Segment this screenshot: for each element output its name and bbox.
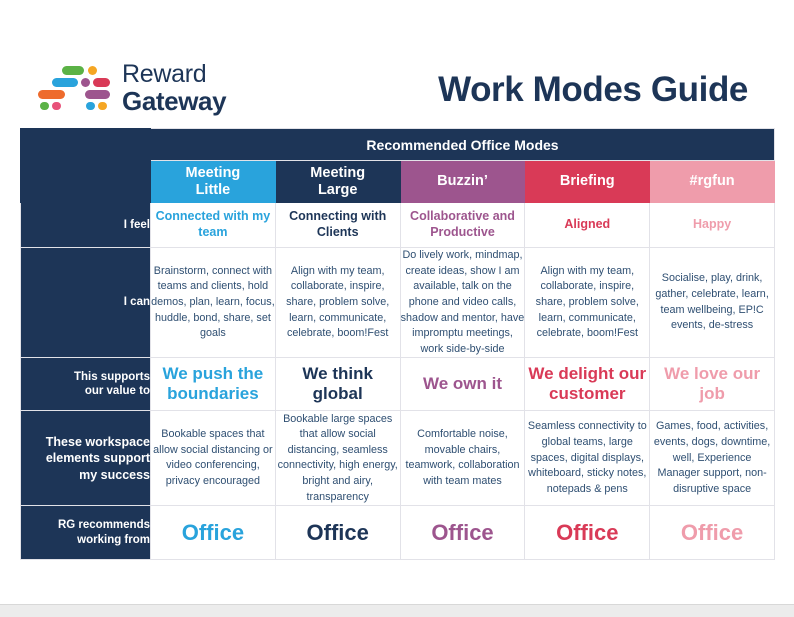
- mode-buzzin-header[interactable]: Buzzin’: [399, 160, 526, 203]
- row-i-feel-label-line1: I feel: [123, 218, 150, 231]
- mode-meeting-little-header-line1: Meeting: [185, 165, 241, 182]
- row-i-can-mode-meeting-large-cell: Align with my team, collaborate, inspire…: [274, 246, 401, 359]
- row-this-supports-our-value-to-mode-meeting-large-text: We think global: [302, 364, 373, 404]
- row-workspace-elements-mode-meeting-large-cell: Bookable large spaces that allow social …: [274, 410, 401, 507]
- row-this-supports-our-value-to-label-line1: This supports: [73, 370, 150, 383]
- row-i-feel: I feel Connected with my team Connecting w…: [20, 202, 776, 248]
- row-workspace-elements-label-line1: These workspace elements support: [45, 435, 150, 466]
- row-i-can-mode-meeting-little-text: Brainstorm, connect with teams and clien…: [151, 264, 275, 340]
- reward-gateway-logo-mark-icon: [38, 66, 110, 110]
- row-workspace-elements-mode-meeting-little-cell: Bookable spaces that allow social distan…: [150, 410, 276, 507]
- row-rg-recommends-label-line2: working from: [77, 533, 150, 546]
- row-i-feel-mode-meeting-little-text: Connected with my team: [155, 209, 271, 239]
- row-rg-recommends-mode-briefing-text: Office: [556, 519, 619, 545]
- row-rg-recommends-label-line1: RG recommends: [57, 519, 150, 532]
- row-i-can-mode-meeting-large-text: Align with my team, collaborate, inspire…: [286, 264, 390, 340]
- row-workspace-elements-mode-rgfun-text: Games, food, activities, events, dogs, d…: [653, 420, 771, 495]
- table-banner-recommended-office-modes: Recommended Office Modes: [149, 128, 776, 161]
- row-i-feel-mode-briefing-cell: Aligned: [524, 202, 651, 248]
- page-title: Work Modes Guide: [438, 70, 748, 109]
- row-i-feel-mode-meeting-large-cell: Connecting with Clients: [274, 202, 401, 248]
- row-workspace-elements-mode-buzzin-cell: Comfortable noise, movable chairs, teamw…: [399, 410, 526, 507]
- mode-briefing-header[interactable]: Briefing: [524, 160, 651, 203]
- row-i-feel-mode-buzzin-cell: Collaborative and Productive: [399, 202, 526, 248]
- row-this-supports-our-value-to-label: This supports our value to: [20, 357, 151, 412]
- row-this-supports-our-value-to-mode-buzzin-cell: We own it: [399, 357, 526, 412]
- row-i-can-mode-rgfun-cell: Socialise, play, drink, gather, celebrat…: [649, 246, 776, 359]
- table-corner-cell: [20, 128, 151, 203]
- row-workspace-elements-label-line2: my success: [79, 467, 150, 482]
- row-this-supports-our-value-to-mode-meeting-little-text: We push the boundaries: [162, 364, 264, 404]
- row-i-can-mode-briefing-cell: Align with my team, collaborate, inspire…: [524, 246, 651, 359]
- row-i-can-mode-buzzin-text: Do lively work, mindmap, create ideas, s…: [400, 249, 525, 355]
- row-i-can-label: I can: [20, 246, 151, 359]
- mode-meeting-large-header-line2: Large: [317, 181, 358, 198]
- mode-buzzin-header-line1: Buzzin’: [437, 173, 488, 190]
- row-workspace-elements-mode-buzzin-text: Comfortable noise, movable chairs, teamw…: [405, 428, 520, 488]
- row-i-can-mode-rgfun-text: Socialise, play, drink, gather, celebrat…: [655, 272, 769, 332]
- mode-rgfun-header-line1: #rgfun: [689, 173, 735, 190]
- row-i-feel-mode-rgfun-cell: Happy: [649, 202, 776, 248]
- row-this-supports-our-value-to-mode-meeting-large-cell: We think global: [274, 357, 401, 412]
- row-i-feel-mode-rgfun-text: Happy: [693, 217, 732, 232]
- logo-word-gateway: Gateway: [122, 86, 227, 116]
- page-header: Reward Gateway Work Modes Guide: [0, 0, 794, 128]
- row-i-feel-mode-briefing-text: Aligned: [564, 217, 611, 232]
- mode-meeting-large-header-line1: Meeting: [310, 165, 366, 182]
- row-workspace-elements-mode-meeting-little-text: Bookable spaces that allow social distan…: [153, 428, 273, 488]
- table-header-row-banner: Recommended Office Modes: [20, 128, 776, 203]
- row-workspace-elements-mode-briefing-text: Seamless connectivity to global teams, l…: [527, 420, 647, 495]
- row-rg-recommends-mode-meeting-little-cell: Office: [150, 505, 276, 561]
- logo-word-reward: Reward: [122, 60, 207, 88]
- mode-rgfun-header[interactable]: #rgfun: [649, 160, 776, 203]
- row-this-supports-our-value-to-mode-rgfun-cell: We love our job: [649, 357, 776, 412]
- row-this-supports-our-value-to-mode-briefing-cell: We delight our customer: [524, 357, 651, 412]
- work-modes-guide-page: Reward Gateway Work Modes Guide Recommen…: [0, 0, 794, 561]
- row-workspace-elements-mode-meeting-large-text: Bookable large spaces that allow social …: [277, 412, 398, 503]
- row-rg-recommends-mode-meeting-large-text: Office: [306, 519, 369, 545]
- row-i-can-mode-meeting-little-cell: Brainstorm, connect with teams and clien…: [150, 246, 276, 359]
- row-rg-recommends-mode-rgfun-text: Office: [680, 519, 744, 545]
- row-this-supports-our-value-to-mode-buzzin-text: We own it: [422, 374, 502, 394]
- mode-briefing-header-line1: Briefing: [559, 173, 615, 190]
- row-rg-recommends-mode-buzzin-text: Office: [431, 519, 494, 545]
- row-rg-recommends-mode-rgfun-cell: Office: [649, 505, 776, 561]
- row-i-feel-mode-buzzin-text: Collaborative and Productive: [410, 209, 515, 239]
- mode-meeting-little-header-line2: Little: [195, 181, 231, 198]
- row-this-supports-our-value-to-label-line2: our value to: [84, 385, 150, 398]
- row-rg-recommends-mode-briefing-cell: Office: [524, 505, 651, 561]
- row-i-feel-mode-meeting-little-cell: Connected with my team: [150, 202, 276, 248]
- row-this-supports-our-value-to-mode-briefing-text: We delight our customer: [528, 364, 647, 404]
- row-this-supports-our-value-to-mode-meeting-little-cell: We push the boundaries: [150, 357, 276, 412]
- row-rg-recommends-mode-meeting-large-cell: Office: [274, 505, 401, 561]
- row-this-supports-our-value-to: This supports our value to We push the bou…: [20, 357, 776, 412]
- row-workspace-elements-mode-briefing-cell: Seamless connectivity to global teams, l…: [524, 410, 651, 507]
- reward-gateway-wordmark: Reward Gateway: [122, 60, 227, 116]
- row-i-can-label-line1: I can: [123, 296, 150, 309]
- row-rg-recommends-mode-buzzin-cell: Office: [399, 505, 526, 561]
- row-i-feel-label: I feel: [20, 202, 151, 248]
- row-i-can-mode-briefing-text: Align with my team, collaborate, inspire…: [535, 264, 639, 340]
- row-workspace-elements-mode-rgfun-cell: Games, food, activities, events, dogs, d…: [649, 410, 776, 507]
- row-i-feel-mode-meeting-large-text: Connecting with Clients: [289, 209, 387, 239]
- row-rg-recommends-mode-meeting-little-text: Office: [181, 519, 245, 545]
- reward-gateway-logo: Reward Gateway: [38, 60, 227, 116]
- row-this-supports-our-value-to-mode-rgfun-text: We love our job: [664, 364, 761, 404]
- window-bottom-bar: [0, 604, 794, 617]
- row-i-can-mode-buzzin-cell: Do lively work, mindmap, create ideas, s…: [399, 246, 526, 359]
